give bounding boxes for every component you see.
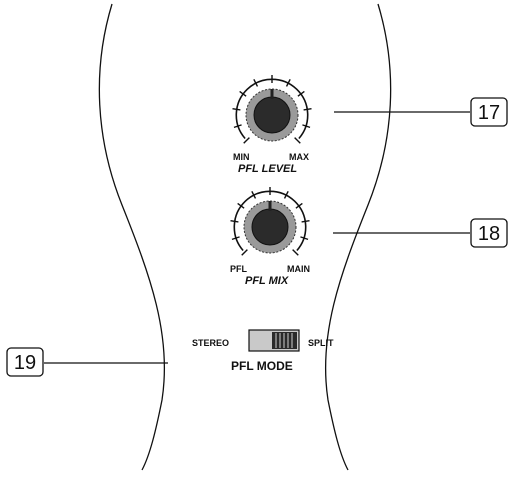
- scale-tick: [294, 137, 301, 144]
- pfl-level-knob[interactable]: [232, 75, 312, 144]
- pfl-mode-stereo-label: STEREO: [192, 338, 229, 348]
- pfl-mix-title: PFL MIX: [245, 275, 289, 287]
- callout-18-number: 18: [478, 223, 500, 245]
- pfl-level-title: PFL LEVEL: [238, 163, 297, 175]
- callout-19-box: [6, 347, 44, 377]
- pfl-mix-scale-arc: [233, 190, 307, 252]
- callout-18-box: [470, 218, 508, 248]
- pfl-mix-pfl-label: PFL: [230, 264, 248, 274]
- pfl-mix-knob[interactable]: [230, 187, 310, 256]
- scale-tick: [241, 249, 248, 256]
- callout-17-number: 17: [478, 102, 500, 124]
- pfl-mode-switch[interactable]: [248, 329, 300, 352]
- pfl-mode-title: PFL MODE: [231, 359, 293, 373]
- panel-edge-right: [324, 3, 392, 471]
- scale-tick: [243, 137, 250, 144]
- pfl-mix-main-label: MAIN: [287, 264, 310, 274]
- pfl-mode-split-label: SPLIT: [308, 338, 334, 348]
- callout-19-number: 19: [14, 352, 36, 374]
- scale-tick: [292, 249, 299, 256]
- callout-17-box: [470, 97, 508, 127]
- pfl-level-min-label: MIN: [233, 152, 250, 162]
- pfl-level-max-label: MAX: [289, 152, 309, 162]
- panel-edge-left: [98, 3, 166, 471]
- pfl-level-scale-arc: [235, 78, 309, 140]
